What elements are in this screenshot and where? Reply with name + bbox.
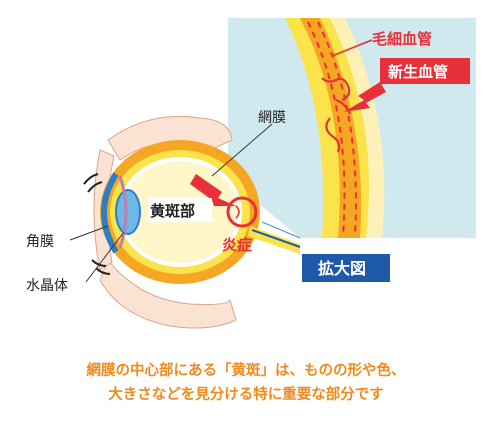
face [93, 115, 237, 329]
caption-line-1: 網膜の中心部にある「黄斑」は、ものの形や色、 [86, 363, 406, 379]
magnified-label-bg [302, 254, 390, 282]
inflammation-label: 炎症 [222, 236, 252, 254]
retina-label: 網膜 [258, 110, 286, 126]
macula-label-bg [148, 198, 212, 222]
eyelash-icon [83, 173, 111, 275]
macula-label: 黄斑部 [150, 202, 195, 220]
magnified-label: 拡大図 [318, 259, 366, 278]
new-vessel-label-bg [380, 58, 470, 84]
leader-lines [69, 123, 273, 283]
cornea-label: 角膜 [26, 234, 54, 250]
lens-label: 水晶体 [26, 278, 68, 294]
new-vessel-label: 新生血管 [388, 63, 448, 81]
zoom-line-bottom [261, 221, 301, 239]
cornea-lens [101, 172, 141, 254]
macula-marker [190, 174, 258, 228]
optic-nerve [248, 226, 301, 254]
caption-line-2: 大きさなどを見分ける特に重要な部分です [108, 387, 384, 403]
capillary-label: 毛細血管 [372, 30, 432, 48]
lens-shape [115, 189, 141, 235]
magnified-panel [228, 18, 476, 238]
